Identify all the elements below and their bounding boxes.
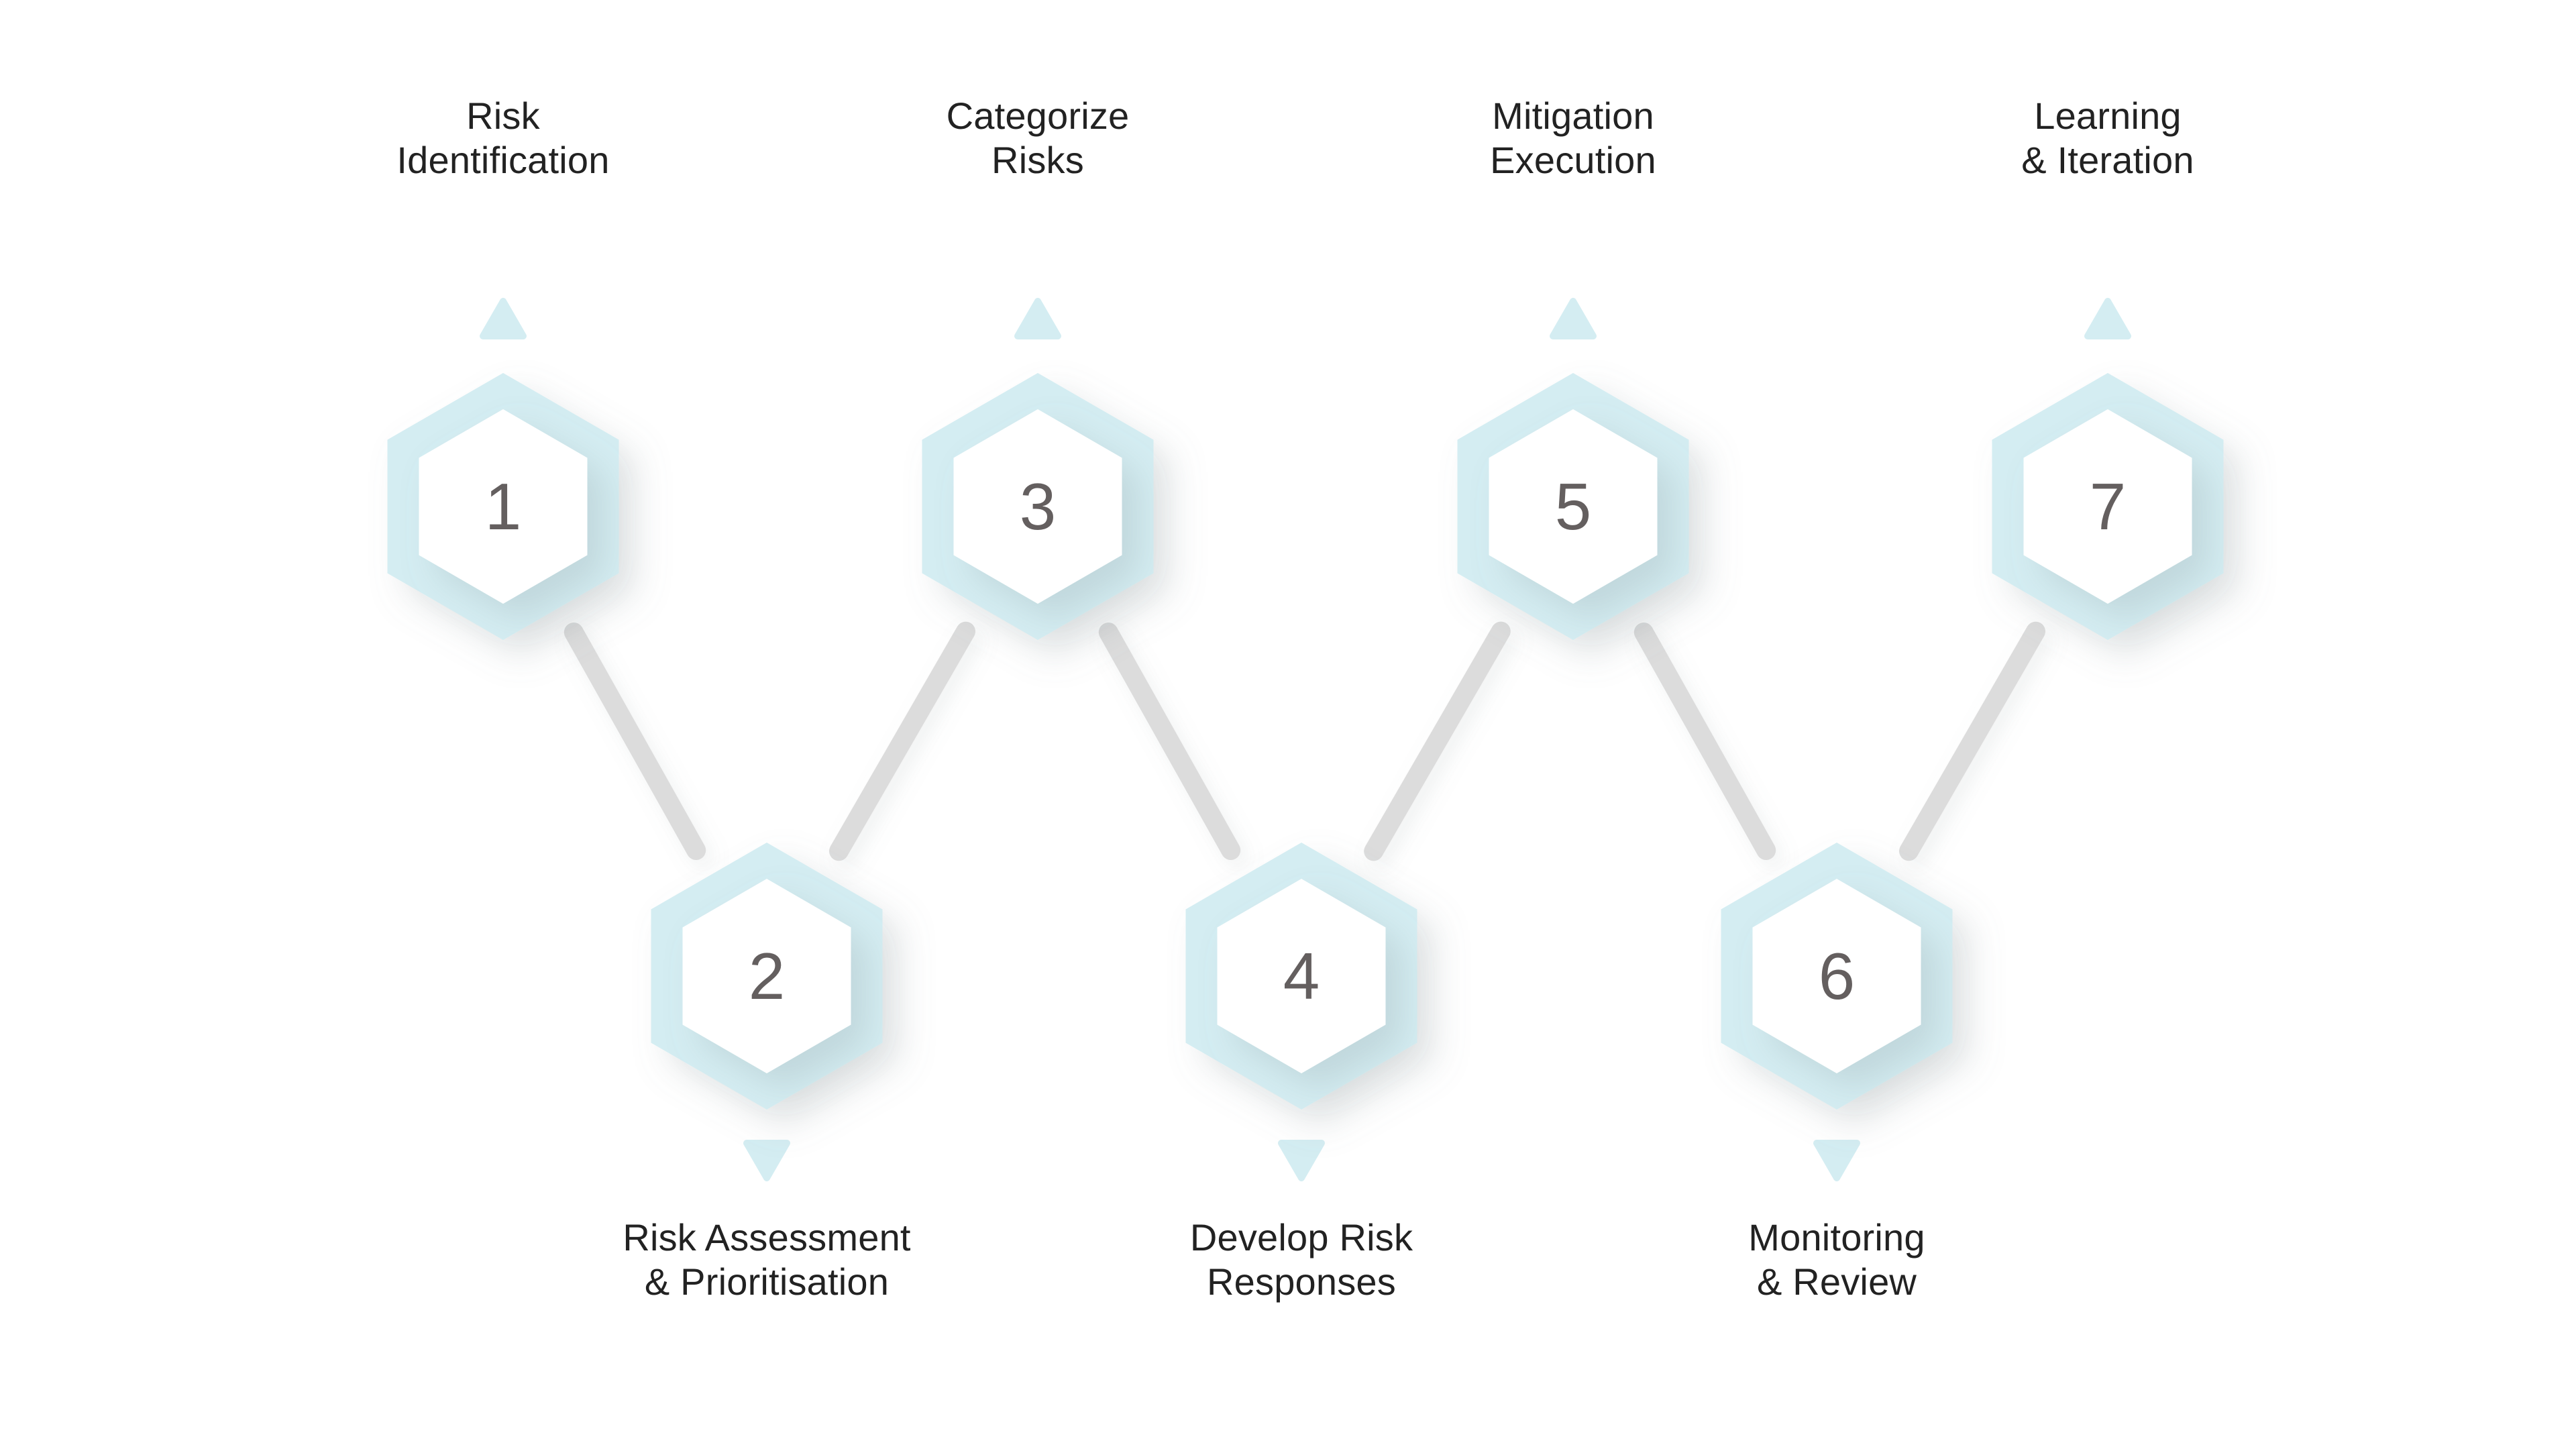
triangle-up-icon-step-5 <box>1550 298 1597 339</box>
hexagon-step-number-3: 3 <box>1019 470 1057 543</box>
step-label-7: Learning& Iteration <box>2021 94 2194 182</box>
step-label-line1-7: Learning <box>2034 95 2182 137</box>
hexagon-inner-shape <box>419 409 588 604</box>
connector-line-4-to-5 <box>1364 621 1511 861</box>
hexagon-step-number-6: 6 <box>1818 939 1856 1013</box>
step-label-line1-3: Categorize <box>946 95 1130 137</box>
step-label-line2-7: & Iteration <box>2021 138 2194 181</box>
triangle-up-icon-step-1 <box>480 298 527 339</box>
triangle-down-icon-step-6 <box>1813 1140 1860 1181</box>
step-label-line1-6: Monitoring <box>1748 1216 1925 1258</box>
hexagon-step-number-5: 5 <box>1554 470 1592 543</box>
step-label-line1-1: Risk <box>466 95 540 137</box>
hexagon-inner-shape <box>1489 409 1658 604</box>
connector-line-5-to-6 <box>1633 623 1776 860</box>
connector-line-3-to-4 <box>1098 623 1241 860</box>
hexagon-step-number-1: 1 <box>484 470 522 543</box>
hexagon-node-step-5[interactable] <box>1457 373 1689 640</box>
hexagon-node-step-7[interactable] <box>1992 373 2224 640</box>
hexagon-inner-shape <box>953 409 1122 604</box>
hexagon-node-step-2[interactable] <box>651 843 883 1110</box>
connector-line-1-to-2 <box>564 623 706 860</box>
step-label-line2-6: & Review <box>1756 1260 1917 1303</box>
step-label-line2-3: Risks <box>991 138 1084 181</box>
step-label-line2-1: Identification <box>396 138 610 181</box>
hexagon-inner-shape <box>2023 409 2192 604</box>
hexagon-inner-shape <box>1217 879 1386 1073</box>
step-label-6: Monitoring& Review <box>1748 1216 1925 1303</box>
step-label-line2-5: Execution <box>1490 138 1656 181</box>
connector-line-6-to-7 <box>1899 621 2045 861</box>
hexagon-node-step-1[interactable] <box>387 373 619 640</box>
hexagon-step-number-2: 2 <box>748 939 786 1013</box>
triangle-down-icon-step-2 <box>743 1140 790 1181</box>
step-label-line2-2: & Prioritisation <box>644 1260 890 1303</box>
connector-line-2-to-3 <box>829 621 975 861</box>
hexagon-inner-shape <box>682 879 851 1073</box>
connector-group <box>564 621 2045 861</box>
step-label-2: Risk Assessment& Prioritisation <box>623 1216 910 1303</box>
triangle-up-icon-step-7 <box>2084 298 2131 339</box>
hexagon-step-number-4: 4 <box>1283 939 1320 1013</box>
step-label-line1-4: Develop Risk <box>1189 1216 1413 1258</box>
hexagon-group <box>387 373 2224 1110</box>
triangle-up-icon-step-3 <box>1014 298 1061 339</box>
hexagon-node-step-6[interactable] <box>1721 843 1953 1110</box>
step-label-line1-5: Mitigation <box>1492 95 1654 137</box>
step-label-line1-2: Risk Assessment <box>623 1216 911 1258</box>
hexagon-node-step-3[interactable] <box>922 373 1154 640</box>
hexagon-node-step-4[interactable] <box>1185 843 1417 1110</box>
triangle-down-icon-step-4 <box>1278 1140 1325 1181</box>
hexagon-inner-shape <box>1752 879 1921 1073</box>
hexagon-step-number-7: 7 <box>2089 470 2127 543</box>
marker-group <box>480 298 2131 1181</box>
step-label-line2-4: Responses <box>1207 1260 1396 1303</box>
